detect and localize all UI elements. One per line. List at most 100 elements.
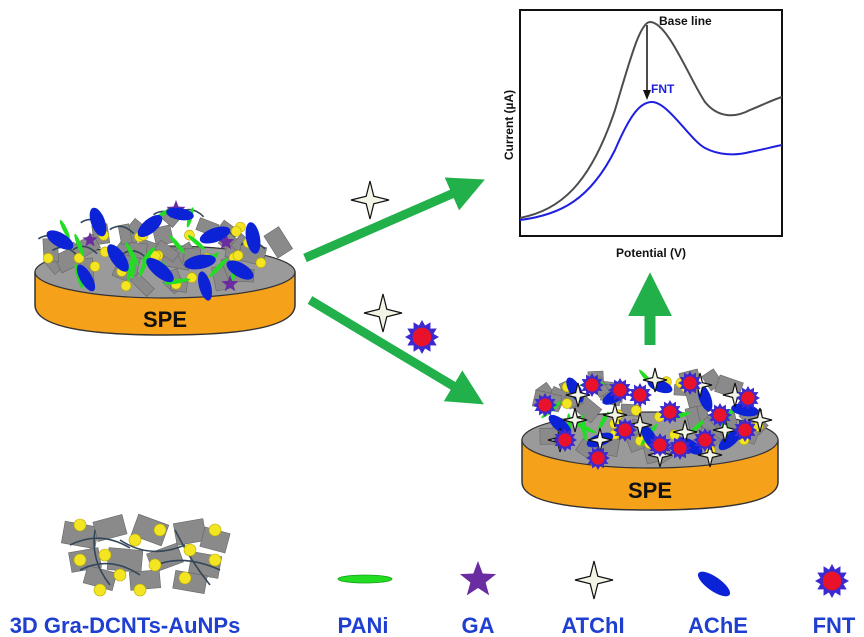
ga-star-icon — [221, 275, 239, 292]
carbon-nanotube — [79, 562, 141, 576]
graphene-sheet — [154, 239, 180, 263]
baseline-label: Base line — [659, 14, 712, 28]
fnt-burst-icon — [815, 564, 849, 598]
atchi-star-icon — [747, 407, 773, 433]
gold-nanoparticle — [73, 553, 87, 567]
ache-ellipse-icon — [199, 226, 231, 244]
legend-label-ache: AChE — [688, 613, 748, 637]
atchi-star-icon — [562, 407, 588, 433]
fnt-burst-icon — [580, 373, 604, 397]
left-electrode: SPE — [34, 200, 296, 336]
pani-ellipse-icon — [59, 219, 70, 239]
fnt-burst-icon — [815, 564, 849, 598]
fnt-burst-icon — [613, 418, 637, 442]
graphene-sheet — [106, 547, 144, 573]
fnt-burst-icon — [736, 386, 760, 410]
fnt-burst-icon — [648, 433, 672, 457]
ache-ellipse-icon — [89, 207, 107, 237]
y-axis-label: Current (µA) — [502, 90, 516, 160]
carbon-nanotube — [121, 250, 147, 259]
legend-label-atchi: ATChI — [561, 613, 624, 637]
pani-ellipse-icon — [337, 574, 393, 584]
gold-nanoparticle — [120, 280, 132, 292]
pani-ellipse-icon — [138, 251, 150, 278]
gold-nanoparticle — [113, 568, 127, 582]
fnt-burst-icon — [628, 383, 652, 407]
right-electrode: SPE — [521, 367, 779, 511]
fnt-burst-icon — [586, 446, 610, 470]
ache-ellipse-icon — [198, 271, 212, 301]
fnt-burst-icon — [693, 428, 717, 452]
composite-icon — [61, 513, 231, 597]
left-electrode-label: SPE — [143, 307, 187, 332]
gold-nanoparticle — [98, 548, 112, 562]
carbon-nanotube — [72, 245, 98, 255]
atchi-star-icon — [574, 560, 614, 600]
left-electrode-coating — [37, 200, 294, 301]
gold-nanoparticle — [73, 252, 85, 264]
ga-star-icon — [459, 561, 497, 596]
fnt-burst-icon — [678, 371, 702, 395]
ache-ellipse-icon — [226, 260, 254, 280]
x-axis-label: Potential (V) — [616, 246, 686, 260]
gold-nanoparticle — [153, 523, 167, 537]
legend: 3D Gra-DCNTs-AuNPs PANi GA ATChI AChE FN… — [10, 513, 856, 637]
carbon-nanotube — [119, 539, 186, 553]
gold-nanoparticle — [178, 571, 192, 585]
atchi-star-icon — [565, 382, 591, 408]
arrow-to-inhibited-electrode — [307, 296, 484, 405]
gold-nanoparticle — [208, 523, 222, 537]
gold-nanoparticle — [148, 558, 162, 572]
fnt-burst-icon — [553, 428, 577, 452]
fnt-burst-icon — [708, 403, 732, 427]
ga-star-icon — [82, 232, 98, 247]
gold-nanoparticle — [73, 518, 87, 532]
signal-drop-arrowhead — [643, 90, 651, 100]
pani-ellipse-icon — [163, 278, 191, 285]
pani-ellipse-icon — [169, 235, 185, 254]
fnt-burst-icon — [668, 436, 692, 460]
ache-ellipse-icon — [166, 207, 194, 221]
fnt-burst-icon — [658, 400, 682, 424]
gold-nanoparticle — [255, 257, 267, 269]
fnt-burst-icon — [405, 320, 439, 354]
atchi-star-icon — [602, 402, 628, 428]
ache-ellipse-icon — [184, 254, 216, 270]
atchi-star-icon — [697, 442, 723, 468]
gold-nanoparticle — [186, 272, 198, 283]
atchi-star-icon — [642, 367, 668, 393]
gold-nanoparticle — [630, 405, 642, 416]
fnt-burst-icon — [533, 393, 557, 417]
process-arrows — [303, 177, 672, 405]
pani-ellipse-icon — [125, 242, 139, 267]
ache-ellipse-icon — [76, 264, 96, 292]
carbon-nanotube — [109, 225, 135, 235]
voltammogram-plot: Base line FNT Current (µA) Potential (V) — [502, 9, 783, 260]
fnt-curve — [519, 100, 783, 221]
ache-ellipse-icon — [137, 214, 163, 238]
ga-star-icon — [459, 561, 497, 596]
ga-star-icon — [217, 233, 235, 250]
gold-nanoparticle — [232, 250, 244, 261]
legend-label-ga: GA — [462, 613, 495, 637]
gold-nanoparticle — [183, 543, 197, 557]
pani-ellipse-icon — [126, 258, 134, 282]
ache-ellipse-icon — [697, 571, 731, 597]
atchi-star-icon — [363, 293, 403, 333]
atchi-star-icon — [350, 180, 390, 220]
gold-nanoparticle — [93, 583, 107, 597]
gold-nanoparticle — [133, 583, 147, 597]
ache-ellipse-icon — [245, 222, 261, 254]
gold-nanoparticle — [208, 553, 222, 567]
pani-ellipse-icon — [74, 233, 84, 257]
pani-ellipse-icon — [187, 235, 206, 250]
pani-ellipse-icon — [209, 257, 228, 278]
gold-nanoparticle — [42, 252, 54, 264]
carbon-nanotube — [69, 537, 131, 549]
right-electrode-coating — [531, 367, 773, 470]
graphene-sheet — [263, 226, 294, 259]
gold-nanoparticle — [561, 398, 573, 409]
arrow-reagent-symbols — [350, 180, 439, 354]
legend-label-pani: PANi — [338, 613, 389, 637]
